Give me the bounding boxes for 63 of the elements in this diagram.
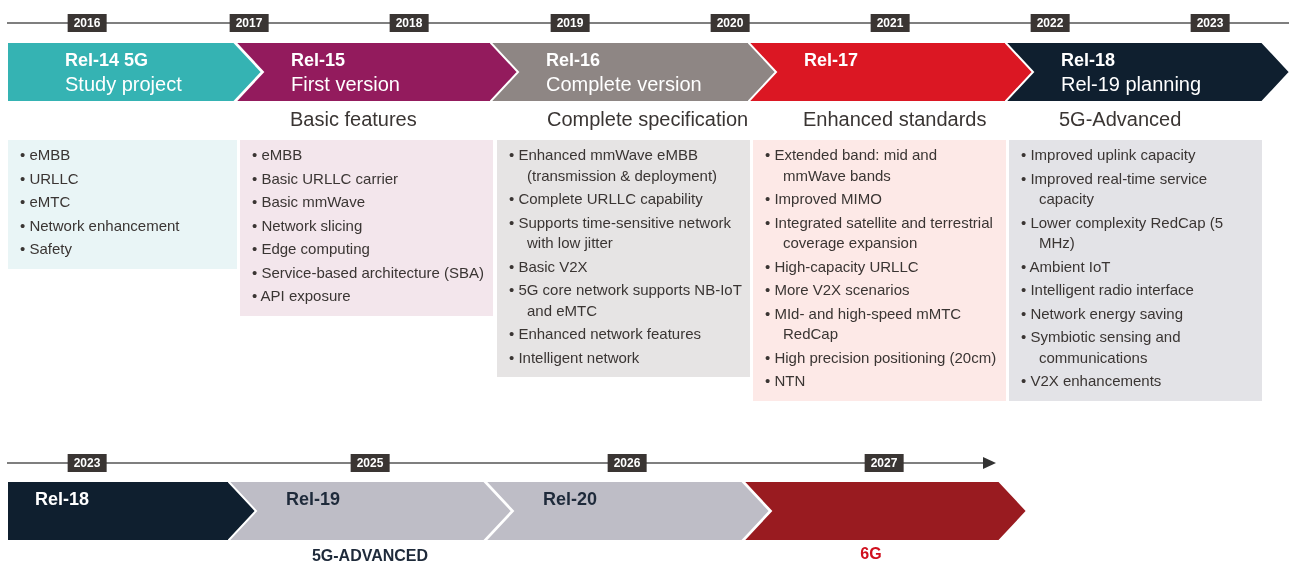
feature-item: • API exposure [252,286,352,306]
release-description: Study project [65,72,182,96]
feature-item: • Supports time-sensitive network with low jitter [509,212,732,253]
feature-item: • Lower complexity RedCap (5 MHz) [1021,212,1224,253]
feature-item: • Integrated satellite and terrestrial coverage expansion [765,212,994,253]
feature-item: • Enhanced mmWave eMBB (transmission & deployment) [509,145,719,186]
era-label: 6G [859,545,883,563]
feature-item: • URLLC [20,168,80,189]
feature-item: • Symbiotic sensing and communications [1021,327,1182,368]
release-description: Complete version [546,72,702,96]
subtitle: 5G-Advanced [1059,108,1182,132]
year-tag: 2022 [1030,14,1070,32]
feature-item: • Edge computing [252,239,371,259]
feature-item: • Basic mmWave [252,192,367,212]
year-tag: 2023 [1190,14,1230,32]
year-tag: 2020 [710,14,750,32]
feature-item: • eMBB [252,145,304,165]
year-tag: 2019 [550,14,590,32]
year-tag: 2025 [350,454,390,472]
feature-item: • MId- and high-speed mMTC RedCap [765,303,963,344]
subtitle: Complete specification [547,108,749,132]
feature-item: • 5G core network supports NB-IoT and eMTC [509,280,742,321]
release-name: Rel-15 [291,49,346,72]
release-name: Rel-18 [1061,49,1116,72]
feature-item: • Basic URLLC carrier [252,168,400,189]
feature-item: • Basic V2X [509,256,589,277]
feature-item: • V2X enhancements [1021,371,1163,391]
year-tag: 2027 [864,454,904,472]
feature-item: • More V2X scenarios [765,280,911,300]
year-tag: 2016 [67,14,107,32]
feature-item: • Network slicing [252,215,364,236]
feature-item: • Network enhancement [20,215,181,236]
feature-item: • Service-based architecture (SBA) [252,262,485,283]
feature-item: • High-capacity URLLC [765,256,920,277]
year-tag: 2021 [870,14,910,32]
year-tag: 2017 [229,14,269,32]
feature-item: • Safety [20,239,73,259]
feature-item: • Extended band: mid and mmWave bands [765,145,939,186]
feature-item: • Enhanced network features [509,324,703,344]
feature-item: • Intelligent network [509,347,641,368]
release-name: Rel-19 [286,488,341,511]
feature-item: • NTN [765,371,807,391]
feature-item: • Complete URLLC capability [509,189,704,209]
feature-item: • Ambient IoT [1021,256,1112,277]
release-name: Rel-20 [543,488,598,511]
feature-item: • eMBB [20,145,72,165]
feature-item: • Improved uplink capacity [1021,145,1197,165]
feature-item: • eMTC [20,192,72,212]
year-tag: 2026 [607,454,647,472]
feature-item: • Intelligent radio interface [1021,280,1195,300]
year-tag: 2023 [67,454,107,472]
release-name: Rel-18 [35,488,90,511]
subtitle: Enhanced standards [803,108,987,132]
feature-item: • Improved MIMO [765,189,883,209]
year-tag: 2018 [389,14,429,32]
feature-item: • High precision positioning (20cm) [765,347,998,368]
feature-item: • Improved real-time service capacity [1021,168,1209,209]
feature-item: • Network energy saving [1021,303,1184,324]
release-name: Rel-14 5G [65,49,149,72]
release-description: First version [291,72,400,96]
release-description: Rel-19 planning [1061,72,1202,96]
release-name: Rel-16 [546,49,601,72]
subtitle: Basic features [290,108,417,132]
